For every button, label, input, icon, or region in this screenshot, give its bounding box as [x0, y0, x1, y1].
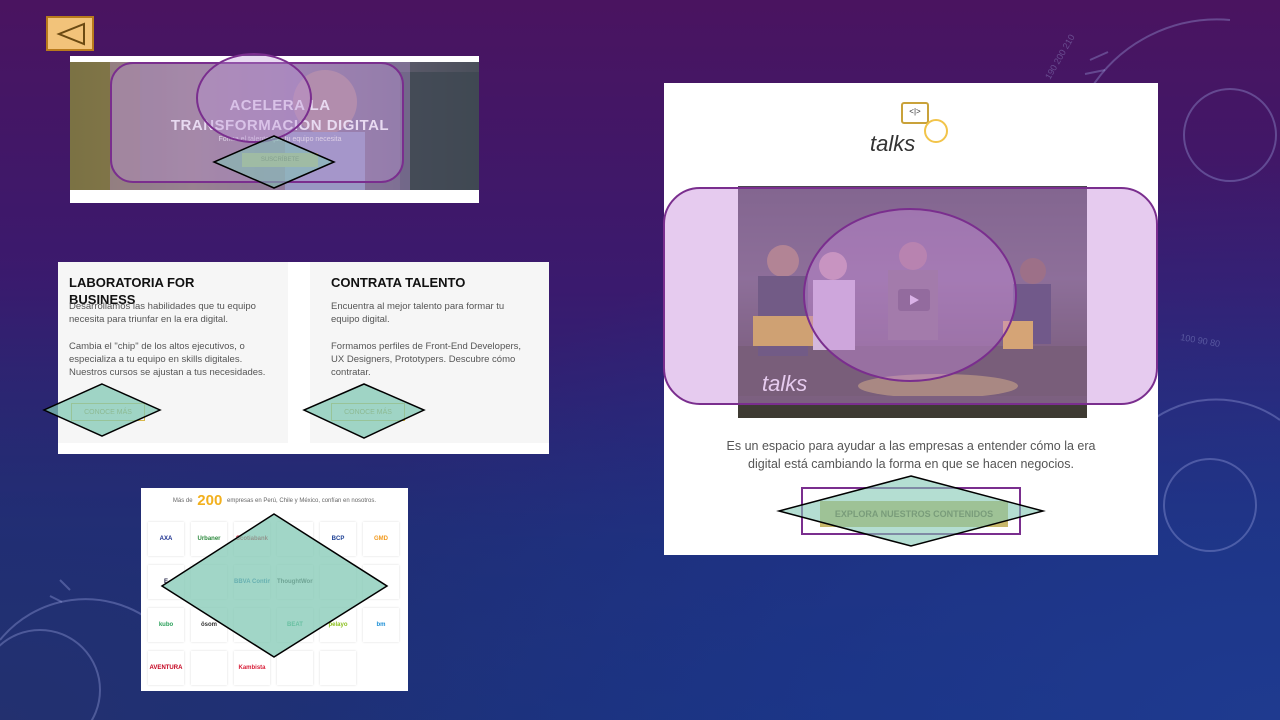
client-logo: pelayo: [320, 608, 356, 642]
clients-card: Más de 200 empresas en Perú, Chile y Méx…: [141, 488, 408, 691]
client-logo: Kambista: [234, 651, 270, 685]
business-lab-title: LABORATORIA FOR BUSINESS: [69, 275, 195, 307]
talks-logo-icon: [901, 102, 948, 143]
talks-description: Es un espacio para ayudar a las empresas…: [726, 439, 1096, 471]
clients-suffix: empresas en Perú, Chile y México, confía…: [226, 498, 377, 505]
client-logo: GMD: [363, 522, 399, 556]
talks-video-player[interactable]: talks: [738, 186, 1087, 418]
hire-talent-title: CONTRATA TALENTO: [331, 275, 466, 290]
hero-title: ACELERA LA TRANSFORMACIÓN DIGITAL: [130, 96, 430, 136]
clients-heading: Más de 200 empresas en Perú, Chile y Méx…: [141, 492, 408, 509]
client-logo: kubo: [148, 608, 184, 642]
client-logo: [191, 565, 227, 599]
client-logo: [277, 522, 313, 556]
client-logo: [277, 651, 313, 685]
video-talks-label: talks: [762, 371, 808, 396]
talks-logo-text: talks: [870, 131, 916, 156]
client-logo: [234, 608, 270, 642]
svg-text:100 90 80: 100 90 80: [1180, 332, 1221, 349]
client-logo: BBVA Continental: [234, 565, 270, 599]
client-logo: BEAT: [277, 608, 313, 642]
hero-banner-card: ACELERA LA TRANSFORMACIÓN DIGITAL Forma …: [70, 56, 479, 203]
client-logo: [191, 651, 227, 685]
business-lab-learn-more-button[interactable]: CONOCE MÁS: [71, 403, 145, 421]
hire-talent-column: CONTRATA TALENTO Encuentra al mejor tale…: [310, 262, 549, 443]
hero-title-line1: ACELERA LA: [229, 97, 331, 114]
client-logo: [320, 651, 356, 685]
hero-title-line2: TRANSFORMACIÓN DIGITAL: [170, 117, 390, 134]
client-logo: [363, 565, 399, 599]
client-logo: Urbaner: [191, 522, 227, 556]
talks-card: <|> talks talks Es un espacio para ayuda…: [664, 83, 1158, 555]
business-lab-text-1: Desarrollamos las habilidades que tu equ…: [69, 301, 256, 325]
subscribe-button[interactable]: SUSCRÍBETE: [242, 153, 318, 167]
client-logo: ösom: [191, 608, 227, 642]
hire-talent-text-1: Encuentra al mejor talento para formar t…: [331, 301, 505, 325]
client-logo: BCP: [320, 522, 356, 556]
client-logo: AVENTURA: [148, 651, 184, 685]
explore-contents-button[interactable]: EXPLORA NUESTROS CONTENIDOS: [820, 501, 1008, 527]
client-logo: AXA: [148, 522, 184, 556]
hire-talent-learn-more-button[interactable]: CONOCE MÁS: [331, 403, 405, 421]
client-logo: [320, 565, 356, 599]
business-lab-text-2: Cambia el "chip" de los altos ejecutivos…: [69, 341, 266, 378]
svg-text:190 200 210: 190 200 210: [1043, 33, 1077, 81]
client-logo: ThoughtWorks: [277, 565, 313, 599]
hire-talent-text-2: Formamos perfiles de Front-End Developer…: [331, 341, 522, 378]
hero-subtitle: Forma el talento que tu equipo necesita: [218, 136, 342, 143]
clients-count: 200: [197, 492, 223, 509]
back-button[interactable]: [46, 16, 94, 51]
client-logo: bm: [363, 608, 399, 642]
client-logo: E: [148, 565, 184, 599]
talks-logo-code: <|>: [909, 107, 921, 116]
play-button[interactable]: [898, 289, 930, 311]
talks-logo: <|> talks: [870, 101, 960, 161]
business-lab-column: LABORATORIA FOR BUSINESS Desarrollamos l…: [58, 262, 288, 443]
clients-prefix: Más de: [172, 498, 193, 505]
triangle-left-icon: [56, 22, 85, 46]
client-logo: Scotiabank: [234, 522, 270, 556]
services-card: LABORATORIA FOR BUSINESS Desarrollamos l…: [58, 262, 549, 454]
